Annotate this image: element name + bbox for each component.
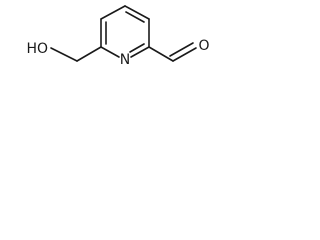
hydroxymethyl-group (50, 46, 102, 62)
bond-c6-n-inner (129, 43, 145, 53)
aldehyde-group (148, 42, 197, 62)
pyridine-ring (100, 5, 150, 58)
bond-c2-ch2 (76, 46, 102, 62)
bond-c3-c4 (100, 5, 126, 20)
bond-n-c2 (100, 46, 120, 58)
bond-c4-c5 (124, 5, 150, 20)
bond-ch2-o (50, 47, 78, 62)
bond-c-o-double-a (172, 47, 197, 62)
molecule-structure: HO N O (26, 5, 210, 68)
hydroxyl-label: HO (26, 41, 48, 57)
bond-c-o-double-b (169, 42, 194, 57)
bond-c6-n (130, 46, 150, 58)
bond-c6-cho (148, 46, 174, 62)
oxygen-label: O (198, 38, 209, 54)
nitrogen-label: N (120, 52, 130, 68)
bond-c4-c5-inner (125, 11, 145, 23)
